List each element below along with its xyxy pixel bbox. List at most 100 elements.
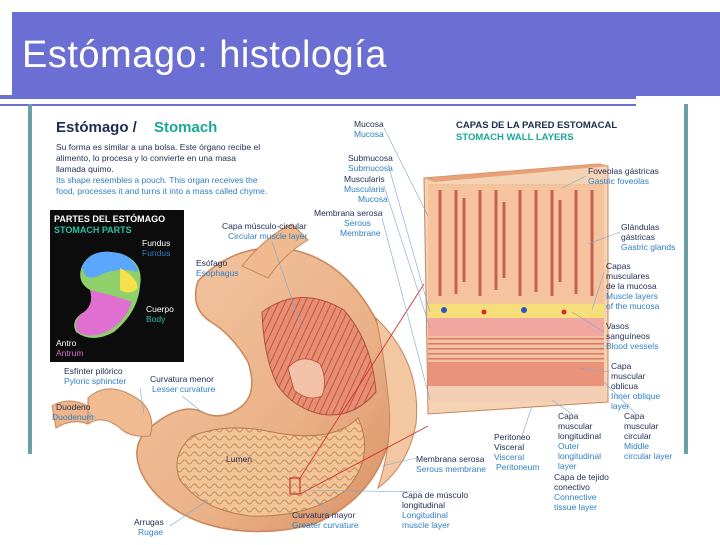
serosa-top-en2: Membrane [340,228,381,238]
circ-es2: muscular [624,421,659,431]
duodeno-en: Duodenum [52,412,94,422]
muscle-cutaway [261,297,377,416]
circ-en2: circular layer [624,451,672,461]
capas-musc-en2: of the mucosa [606,301,660,311]
peritoneo-es2: Visceral [494,442,524,452]
leader-duodeno [87,411,97,419]
parts-fundus-en: Fundus [142,248,170,258]
peritoneo-es1: Peritoneo [494,432,531,442]
slide-title: Estómago: histología [22,34,387,76]
long-es3: longitudinal [558,431,601,441]
section-marker [289,477,301,495]
submucosa-es: Submucosa [348,153,393,163]
title-band [12,12,720,96]
capas-musc-es1: Capas [606,261,631,271]
leader-peritoneo [521,405,533,437]
glandulas-en: Gastric glands [621,242,675,252]
leader-serosa-bot [381,457,417,467]
arrugas-es: Arrugas [134,517,164,527]
serosa-bot-en: Serous membrane [416,464,486,474]
capas-musc-en1: Muscle layers [606,291,658,301]
vasos-es1: Vasos [606,321,629,331]
desc-es-1: Su forma es similar a una bolsa. Este ór… [56,142,260,152]
serosa-top-es: Membrana serosa [314,208,383,218]
esophagus-en: Esophagus [196,268,239,278]
peritoneo-en2: Peritoneum [496,462,539,472]
peritoneo-en1: Visceral [494,452,524,462]
vasos-es2: sanguíneos [606,331,650,341]
oblicua-en2: layer [611,401,630,411]
rugae-inner [176,417,366,517]
leader-esfinter [139,387,145,415]
musc-long-es2: longitudinal [402,500,445,510]
esophagus-es: Esófago [196,258,227,268]
conectivo-es1: Capa de tejido [554,472,609,482]
long-es2: muscular [558,421,593,431]
desc-es-2: alimento, lo procesa y lo convierte en u… [56,153,236,163]
muscularis-en1: Muscularis [344,184,385,194]
leader-musc-long [299,489,423,493]
title-rule-thin [0,104,636,106]
circular-muscle-en: Circular muscle layer [228,231,308,241]
title-rule-thick [0,95,636,99]
guide-line-top [299,283,425,479]
lumen-es: Lumen [226,454,252,464]
curv-mayor-en: Greater curvature [292,520,359,530]
foveolas-es: Foveolas gástricas [588,166,659,176]
parts-fundus-shape [82,251,138,278]
wall-title-es: CAPAS DE LA PARED ESTOMACAL [456,120,617,131]
leader-glandulas [587,231,621,245]
leader-oblicua [579,367,610,373]
stomach-diagram-frame: Estómago / Stomach Su forma es similar a… [32,106,682,540]
parts-antrum-shape [76,290,132,336]
arrugas-en: Rugae [138,527,163,537]
parts-cuerpo-en: Body [146,314,166,324]
curv-mayor-es: Curvatura mayor [292,510,355,520]
leader-curv-mayor [313,497,333,517]
capas-musc-es2: musculares [606,271,649,281]
esfinter-en: Pyloric sphincter [64,376,127,386]
leader-circular [271,241,303,329]
musc-long-es1: Capa de músculo [402,490,468,500]
mucosa-es: Mucosa [354,119,384,129]
stomach-diagram: Estómago / Stomach Su forma es similar a… [50,119,675,537]
leader-submucosa [387,163,431,313]
duodenum-shape [87,388,153,437]
left-accent-bar [28,104,32,454]
leader-muscularis [383,185,431,329]
circ-es3: circular [624,431,652,441]
esfinter-es: Esfínter pilórico [64,366,123,376]
desc-en-2: food, processes it and turns it into a m… [56,186,267,196]
header-title-en: Stomach [154,119,217,136]
curv-menor-en: Lesser curvature [152,384,216,394]
long-en1: Outer [558,441,579,451]
oblicua-es3: oblicua [611,381,638,391]
oblicua-es1: Capa [611,361,632,371]
long-en2: longitudinal [558,451,601,461]
muscle-opening [287,358,325,399]
desc-es-3: llamada quimo. [56,164,114,174]
foveolas-en: Gastric foveolas [588,176,649,186]
leader-foveolas [561,175,587,189]
leader-serosa [381,217,431,401]
parts-title-es: PARTES DEL ESTÓMAGO [54,213,165,224]
leader-curv-menor [181,395,203,413]
musc-long-en1: Longitudinal [402,510,448,520]
parts-antro-en: Antrum [56,348,83,358]
leader-circ [603,381,637,415]
conectivo-es2: conectivo [554,482,590,492]
wall-block [423,163,609,415]
parts-cuerpo-es: Cuerpo [146,304,174,314]
vasos-en: Blood vessels [606,341,658,351]
stomach-back-fold [375,316,418,490]
musc-long-en2: muscle layer [402,520,450,530]
muscularis-en2: Mucosa [358,194,388,204]
oblicua-es2: muscular [611,371,646,381]
long-en3: layer [558,461,577,471]
serosa-top-en1: Serous [344,218,371,228]
desc-en-1: Its shape resembles a pouch. This organ … [56,175,258,185]
curv-menor-es: Curvatura menor [150,374,214,384]
right-accent-bar [684,104,688,454]
conectivo-en2: tissue layer [554,502,597,512]
submucosa-en: Submucosa [348,163,393,173]
